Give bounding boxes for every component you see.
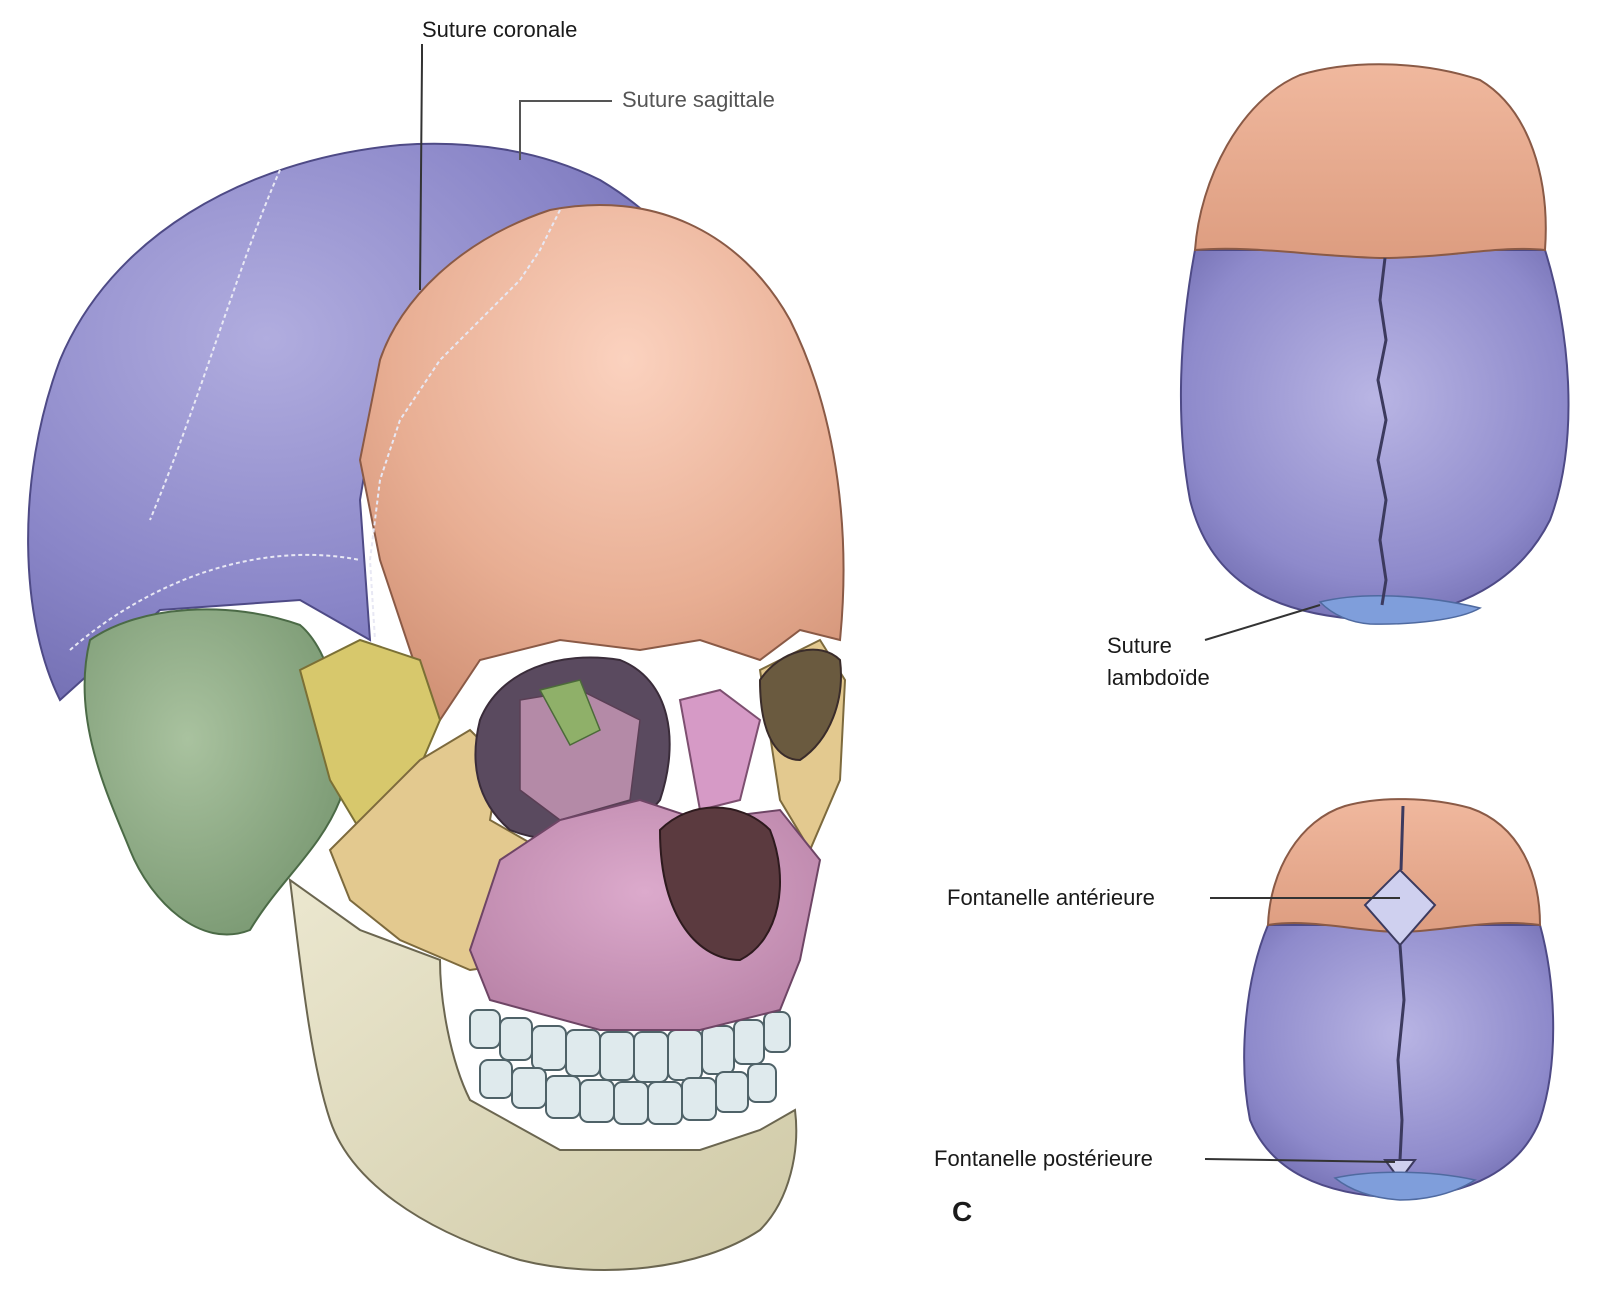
top-view-parietal: [1181, 250, 1569, 620]
nasal-bone: [680, 690, 760, 810]
infant-metopic-suture: [1401, 806, 1403, 870]
infant-occipital: [1335, 1172, 1475, 1200]
sagittal-suture-label: Suture sagittale: [622, 88, 775, 112]
temporal-bone: [85, 609, 343, 934]
infant-skull-superior-view: [1244, 799, 1553, 1200]
posterior-fontanelle-label: Fontanelle postérieure: [934, 1147, 1153, 1171]
top-view-frontal: [1195, 64, 1546, 258]
coronal-suture-label: Suture coronale: [422, 18, 577, 42]
sagittal-leader-line: [520, 101, 612, 160]
adult-skull: [28, 144, 845, 1270]
anterior-fontanelle-label: Fontanelle antérieure: [947, 886, 1155, 910]
lambdoid-suture-label: Suture lambdoïde: [1107, 630, 1257, 694]
skull-superior-view: [1181, 64, 1569, 624]
panel-letter: C: [952, 1196, 972, 1228]
frontal-bone: [360, 205, 843, 720]
